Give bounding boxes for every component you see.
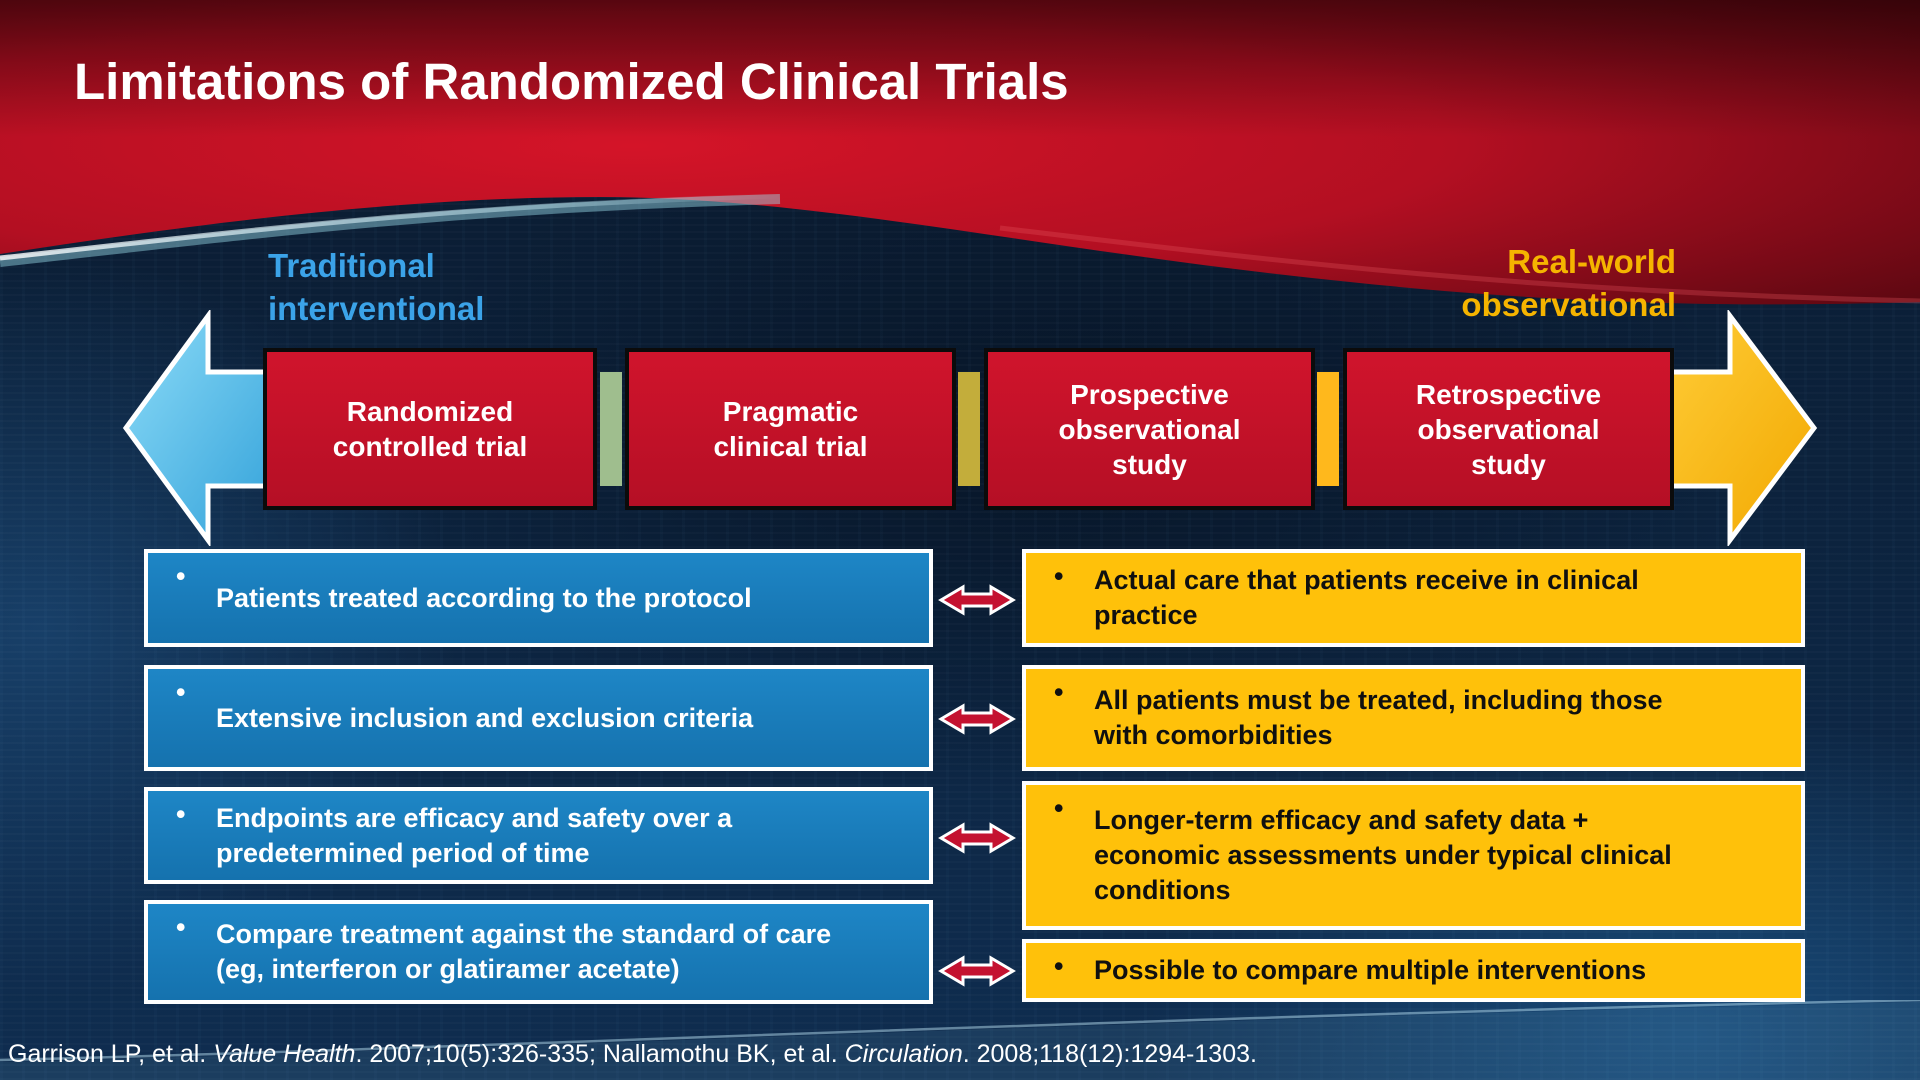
flow-box-line: Prospective (1070, 378, 1229, 410)
flow-box-pragmatic-clinical-trial: Pragmatic clinical trial (625, 348, 956, 510)
citation-journal: Value Health (213, 1040, 356, 1068)
bullet-icon: • (1054, 793, 1064, 823)
rct-item-protocol: • Patients treated according to the prot… (144, 549, 933, 647)
citation: Garrison LP, et al. Value Health. 2007;1… (8, 1040, 1908, 1069)
rw-item-longer-term: • Longer-term efficacy and safety data +… (1022, 781, 1805, 930)
rct-item-endpoints: • Endpoints are efficacy and safety over… (144, 787, 933, 884)
bullet-icon: • (176, 912, 186, 942)
left-category-line1: Traditional (268, 247, 435, 284)
rw-item-text: Longer-term efficacy and safety data + e… (1094, 805, 1672, 905)
flow-box-line: Retrospective (1415, 378, 1602, 410)
rct-item-text: Patients treated according to the protoc… (216, 582, 752, 613)
left-category-label: Traditional interventional (268, 244, 484, 330)
bullet-icon: • (1054, 561, 1064, 591)
rct-item-compare-standard: • Compare treatment against the standard… (144, 900, 933, 1004)
citation-part: . 2008;118(12):1294-1303. (962, 1040, 1257, 1068)
left-category-line2: interventional (268, 290, 485, 327)
flow-box-line: observational (1058, 413, 1241, 445)
flow-box-line: controlled trial (332, 431, 528, 462)
right-category-label: Real-world observational (1280, 240, 1676, 326)
bullet-icon: • (176, 799, 186, 829)
header-swoosh (0, 0, 1920, 305)
flow-box-line: Pragmatic (722, 396, 859, 427)
flow-box-line: study (1112, 448, 1187, 480)
flow-box-randomized-controlled-trial: Randomized controlled trial (263, 348, 597, 510)
bullet-icon: • (176, 677, 186, 707)
bottom-swoosh (0, 1000, 1920, 1080)
rw-item-text: All patients must be treated, including … (1094, 685, 1663, 750)
bullet-icon: • (176, 561, 186, 591)
flow-box-line: Randomized (346, 396, 514, 427)
rw-item-actual-care: • Actual care that patients receive in c… (1022, 549, 1805, 647)
right-category-line2: observational (1461, 286, 1676, 323)
flow-box-prospective-observational-study: Prospective observational study (984, 348, 1315, 510)
rw-item-multiple-interventions: • Possible to compare multiple intervent… (1022, 939, 1805, 1002)
rct-item-text: Compare treatment against the standard o… (216, 919, 832, 984)
rct-item-text: Extensive inclusion and exclusion criter… (216, 702, 754, 733)
double-arrow-icon (938, 703, 1016, 735)
citation-part: Garrison LP, et al. (8, 1040, 214, 1068)
bullet-icon: • (1054, 951, 1064, 981)
rw-item-all-patients: • All patients must be treated, includin… (1022, 665, 1805, 771)
double-arrow-icon (938, 822, 1016, 854)
flow-box-line: study (1471, 448, 1546, 480)
rct-item-text: Endpoints are efficacy and safety over a… (216, 802, 733, 868)
rw-item-text: Actual care that patients receive in cli… (1094, 565, 1639, 630)
right-category-line1: Real-world (1507, 243, 1676, 280)
flow-box-line: clinical trial (713, 431, 868, 462)
flow-box-line: observational (1417, 413, 1600, 445)
citation-part: . 2007;10(5):326-335; Nallamothu BK, et … (355, 1040, 845, 1068)
connector-olive (958, 372, 980, 486)
rct-item-criteria: • Extensive inclusion and exclusion crit… (144, 665, 933, 771)
right-arrow-icon (1650, 310, 1818, 546)
connector-gold (1317, 372, 1339, 486)
flow-box-retrospective-observational-study: Retrospective observational study (1343, 348, 1674, 510)
rw-item-text: Possible to compare multiple interventio… (1094, 955, 1647, 985)
double-arrow-icon (938, 955, 1016, 987)
bullet-icon: • (1054, 677, 1064, 707)
double-arrow-icon (938, 584, 1016, 616)
left-arrow-icon (122, 310, 286, 546)
slide-title: Limitations of Randomized Clinical Trial… (74, 53, 1069, 110)
connector-green (600, 372, 622, 486)
citation-journal: Circulation (844, 1040, 963, 1068)
